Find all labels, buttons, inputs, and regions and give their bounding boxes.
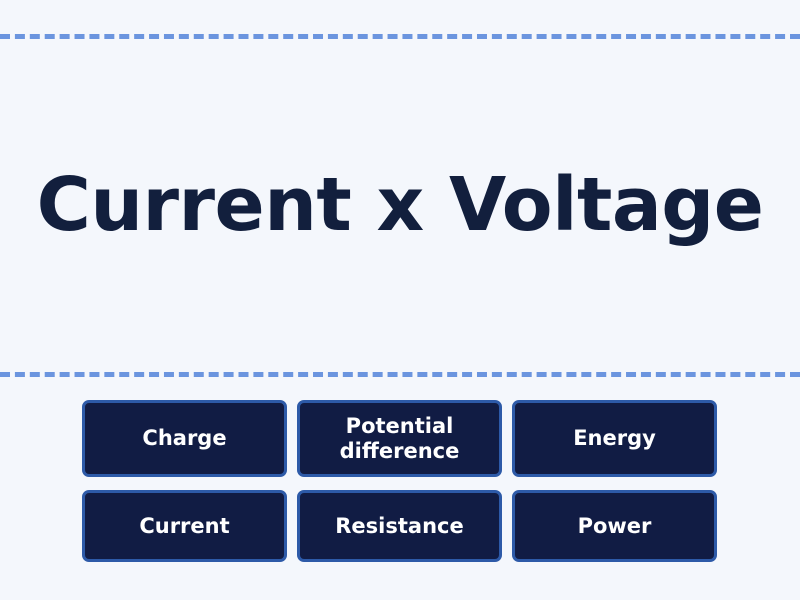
- question-area: Current x Voltage: [0, 39, 800, 372]
- answer-option-resistance[interactable]: Resistance: [297, 490, 502, 562]
- answer-options-grid: Charge Potential difference Energy Curre…: [82, 400, 718, 562]
- answer-option-charge[interactable]: Charge: [82, 400, 287, 477]
- answer-option-potential-difference[interactable]: Potential difference: [297, 400, 502, 477]
- answer-option-current[interactable]: Current: [82, 490, 287, 562]
- bottom-divider: [0, 372, 800, 377]
- top-divider: [0, 34, 800, 39]
- question-text: Current x Voltage: [36, 161, 764, 248]
- answer-option-energy[interactable]: Energy: [512, 400, 717, 477]
- answer-option-power[interactable]: Power: [512, 490, 717, 562]
